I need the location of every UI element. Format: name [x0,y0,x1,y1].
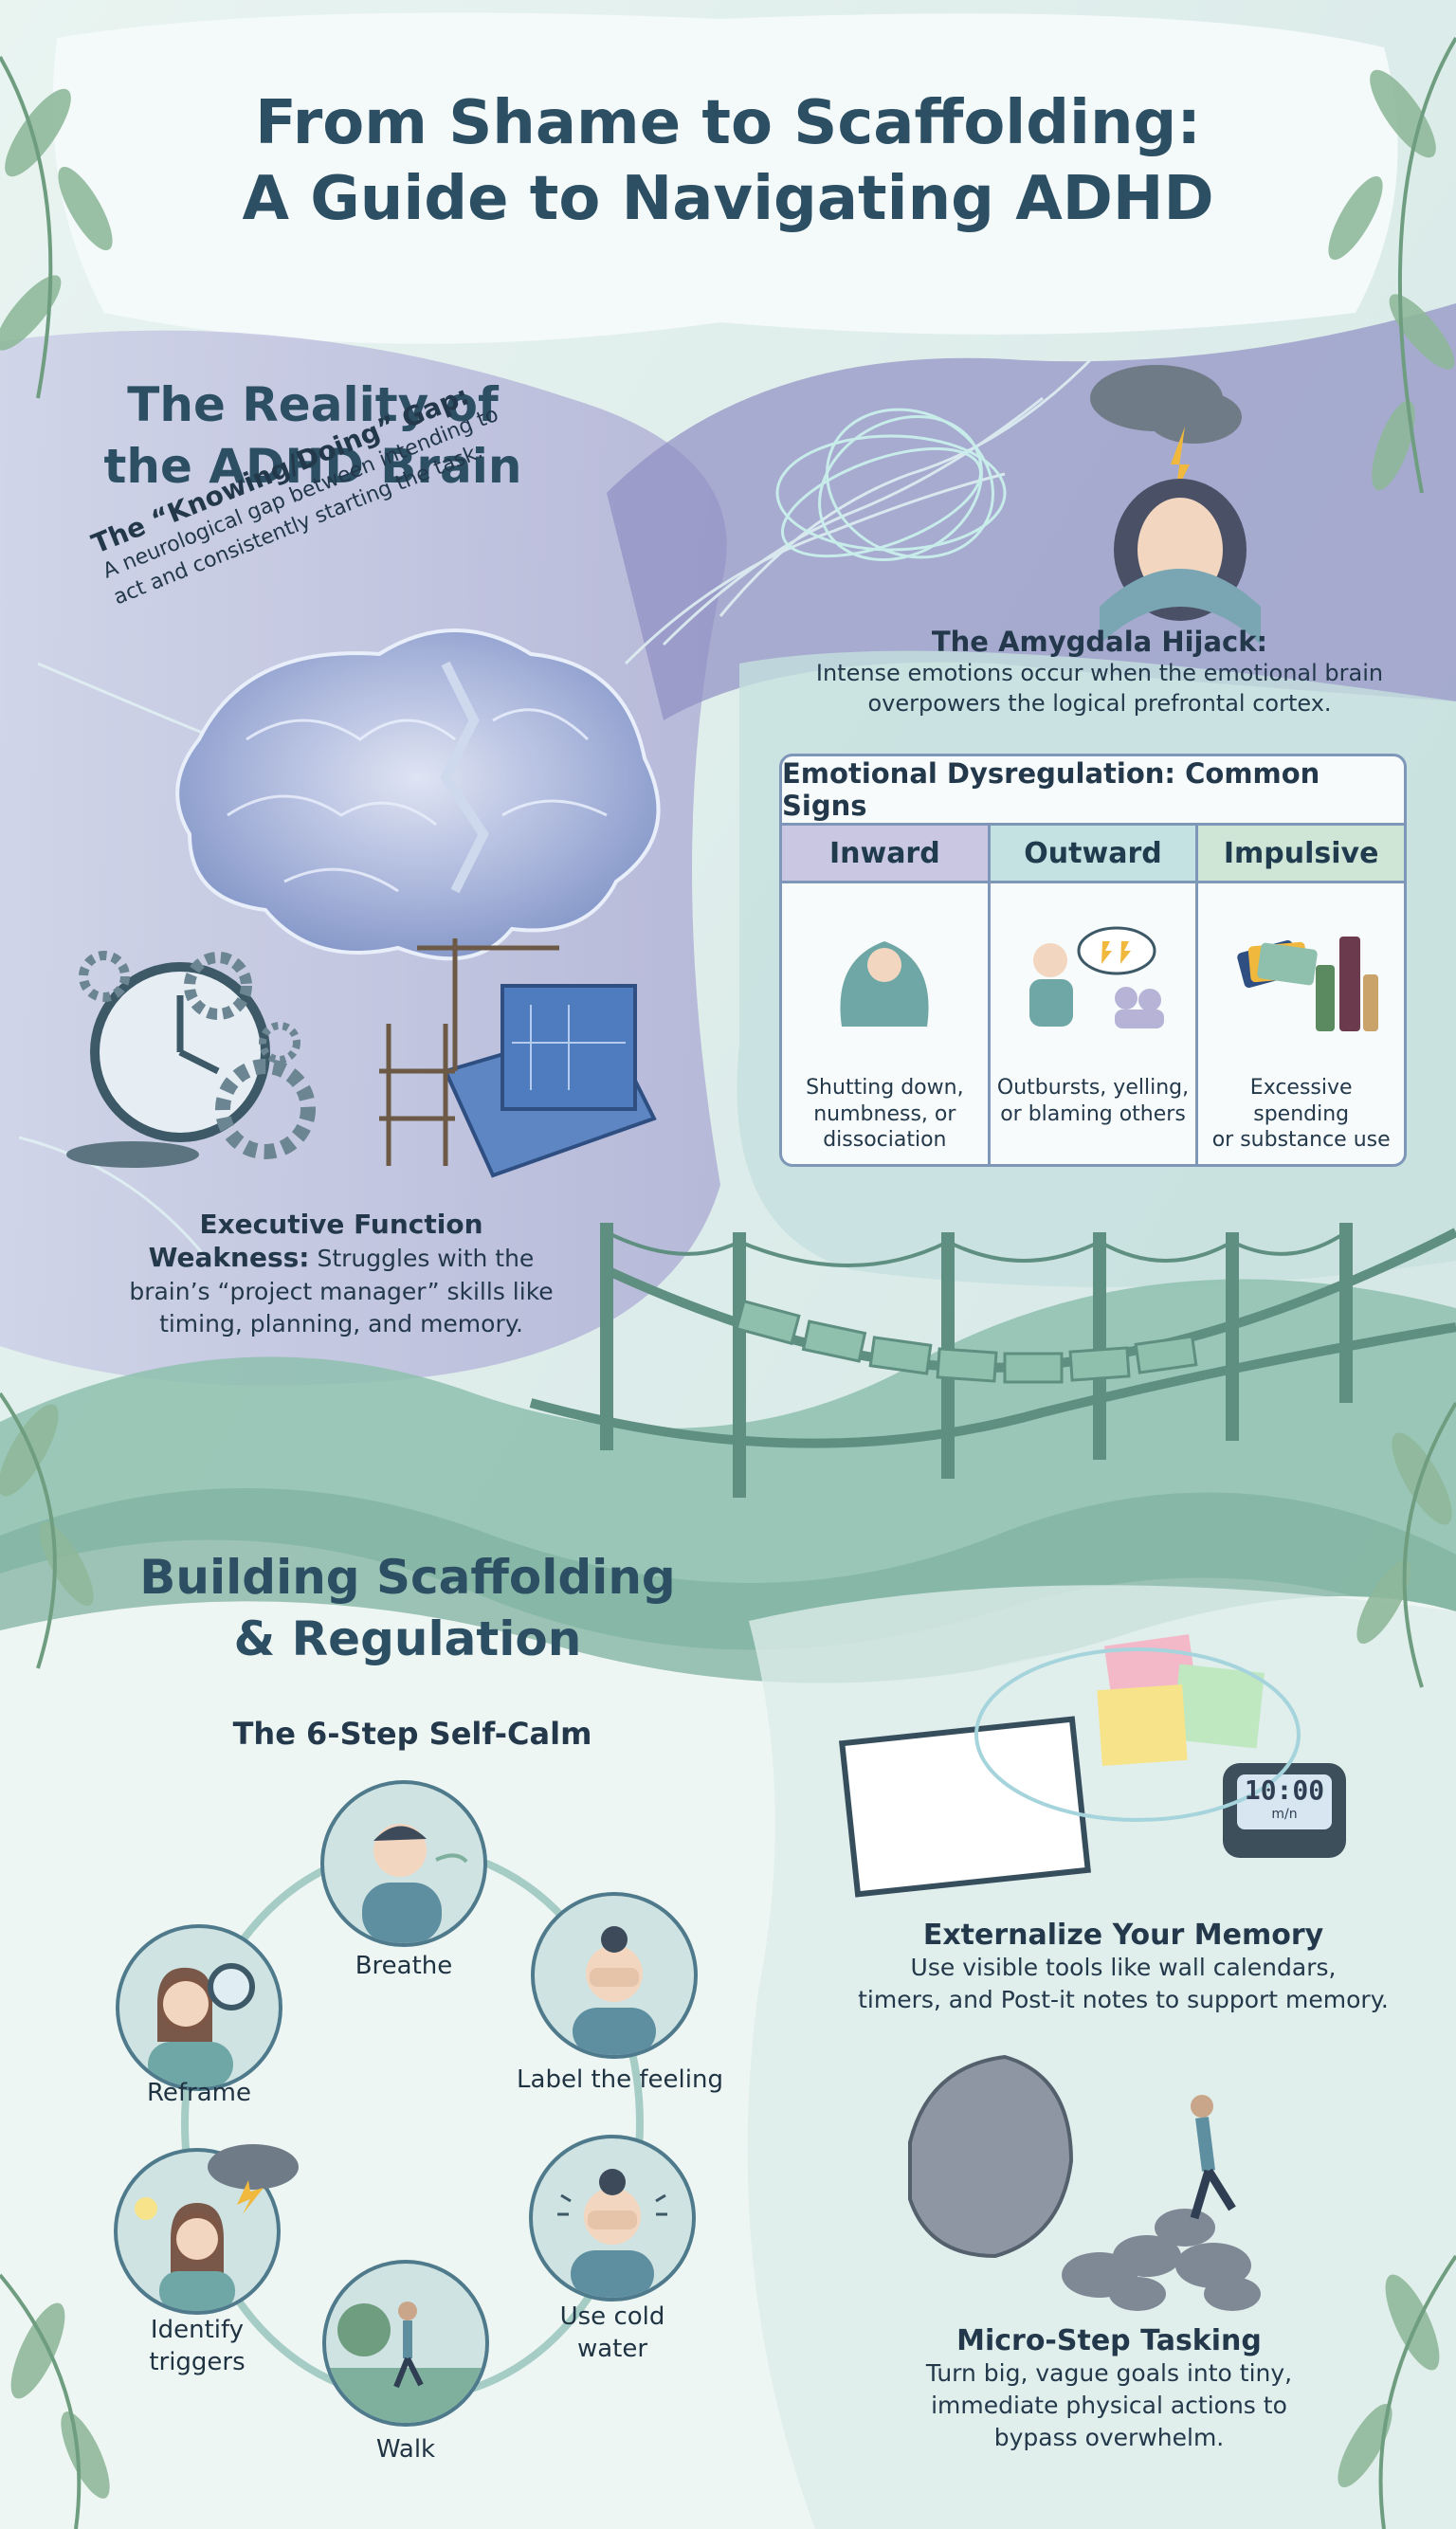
step-label-feeling: Label the feeling [517,2065,723,2094]
reality-heading: The Reality of the ADHD Brain [103,377,522,494]
step-cold-water: Use cold water [559,2302,665,2363]
breathe-icon [320,1780,487,1947]
column-header: Outward [990,826,1196,883]
column-impulsive: Impulsive Excessive spending or substanc… [1198,826,1404,1164]
amygdala-hijack: The Amygdala Hijack: Intense emotions oc… [815,626,1384,718]
column-inward: Inward Shutting down, numbness, or disso… [782,826,991,1164]
reframe-icon [116,1924,282,2091]
executive-function: Executive Function Weakness: Struggles w… [129,1209,554,1337]
storm-cloud-icon [208,2144,299,2214]
column-outward: Outward Outbursts, yelling, or blaming o… [990,826,1199,1164]
scaffolding-heading: Building Scaffolding & Regulation [139,1550,676,1666]
selfcalm-title: The 6-Step Self-Calm [232,1716,592,1752]
blanket-figure-icon [782,883,988,1075]
yelling-person-icon [991,883,1196,1075]
externalize-memory: Externalize Your Memory Use visible tool… [858,1919,1389,2013]
column-header: Impulsive [1198,826,1404,883]
column-header: Inward [782,826,988,883]
title-line-1: From Shame to Scaffolding: [255,88,1201,158]
walk-icon [322,2260,489,2427]
dysregulation-table: Emotional Dysregulation: Common Signs In… [779,754,1407,1167]
timer-unit: m/n [1271,1807,1298,1822]
dysregulation-title: Emotional Dysregulation: Common Signs [782,756,1404,826]
step-reframe: Reframe [147,2079,251,2107]
label-feeling-icon [531,1892,698,2059]
step-breathe: Breathe [355,1952,453,1980]
timer-display: 10:00 [1244,1774,1325,1806]
cards-and-bottles-icon [1198,883,1404,1075]
title-line-2: A Guide to Navigating ADHD [242,164,1214,234]
cold-water-icon [529,2135,696,2302]
page-title: From Shame to Scaffolding: A Guide to Na… [0,85,1456,237]
step-walk: Walk [375,2435,436,2464]
step-identify-triggers: Identify triggers [149,2316,246,2376]
micro-step-tasking: Micro-Step Tasking Turn big, vague goals… [925,2324,1293,2451]
